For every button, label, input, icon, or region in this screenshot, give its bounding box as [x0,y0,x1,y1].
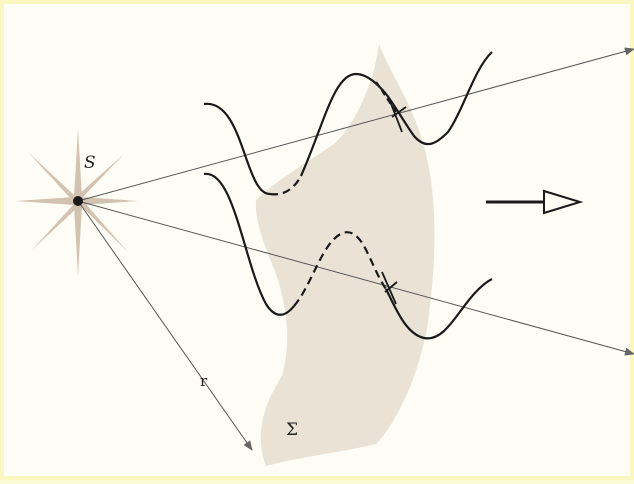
source-starburst [16,129,138,276]
source-label: S [84,153,96,173]
surface-label: Σ [286,420,298,440]
wavefront-diagram: S r Σ [16,44,634,466]
lower-wave [203,172,493,340]
upper-crossing-mark [387,95,407,133]
wavefront-surface [255,44,435,466]
source-point [73,196,83,206]
upper-wave [203,51,493,196]
lower-crossing-mark [381,271,398,305]
ray-upper [77,47,634,202]
radius-label: r [200,372,208,390]
radius-arrow [77,200,253,451]
propagation-arrow-icon [486,189,584,215]
ray-lower [77,200,634,356]
